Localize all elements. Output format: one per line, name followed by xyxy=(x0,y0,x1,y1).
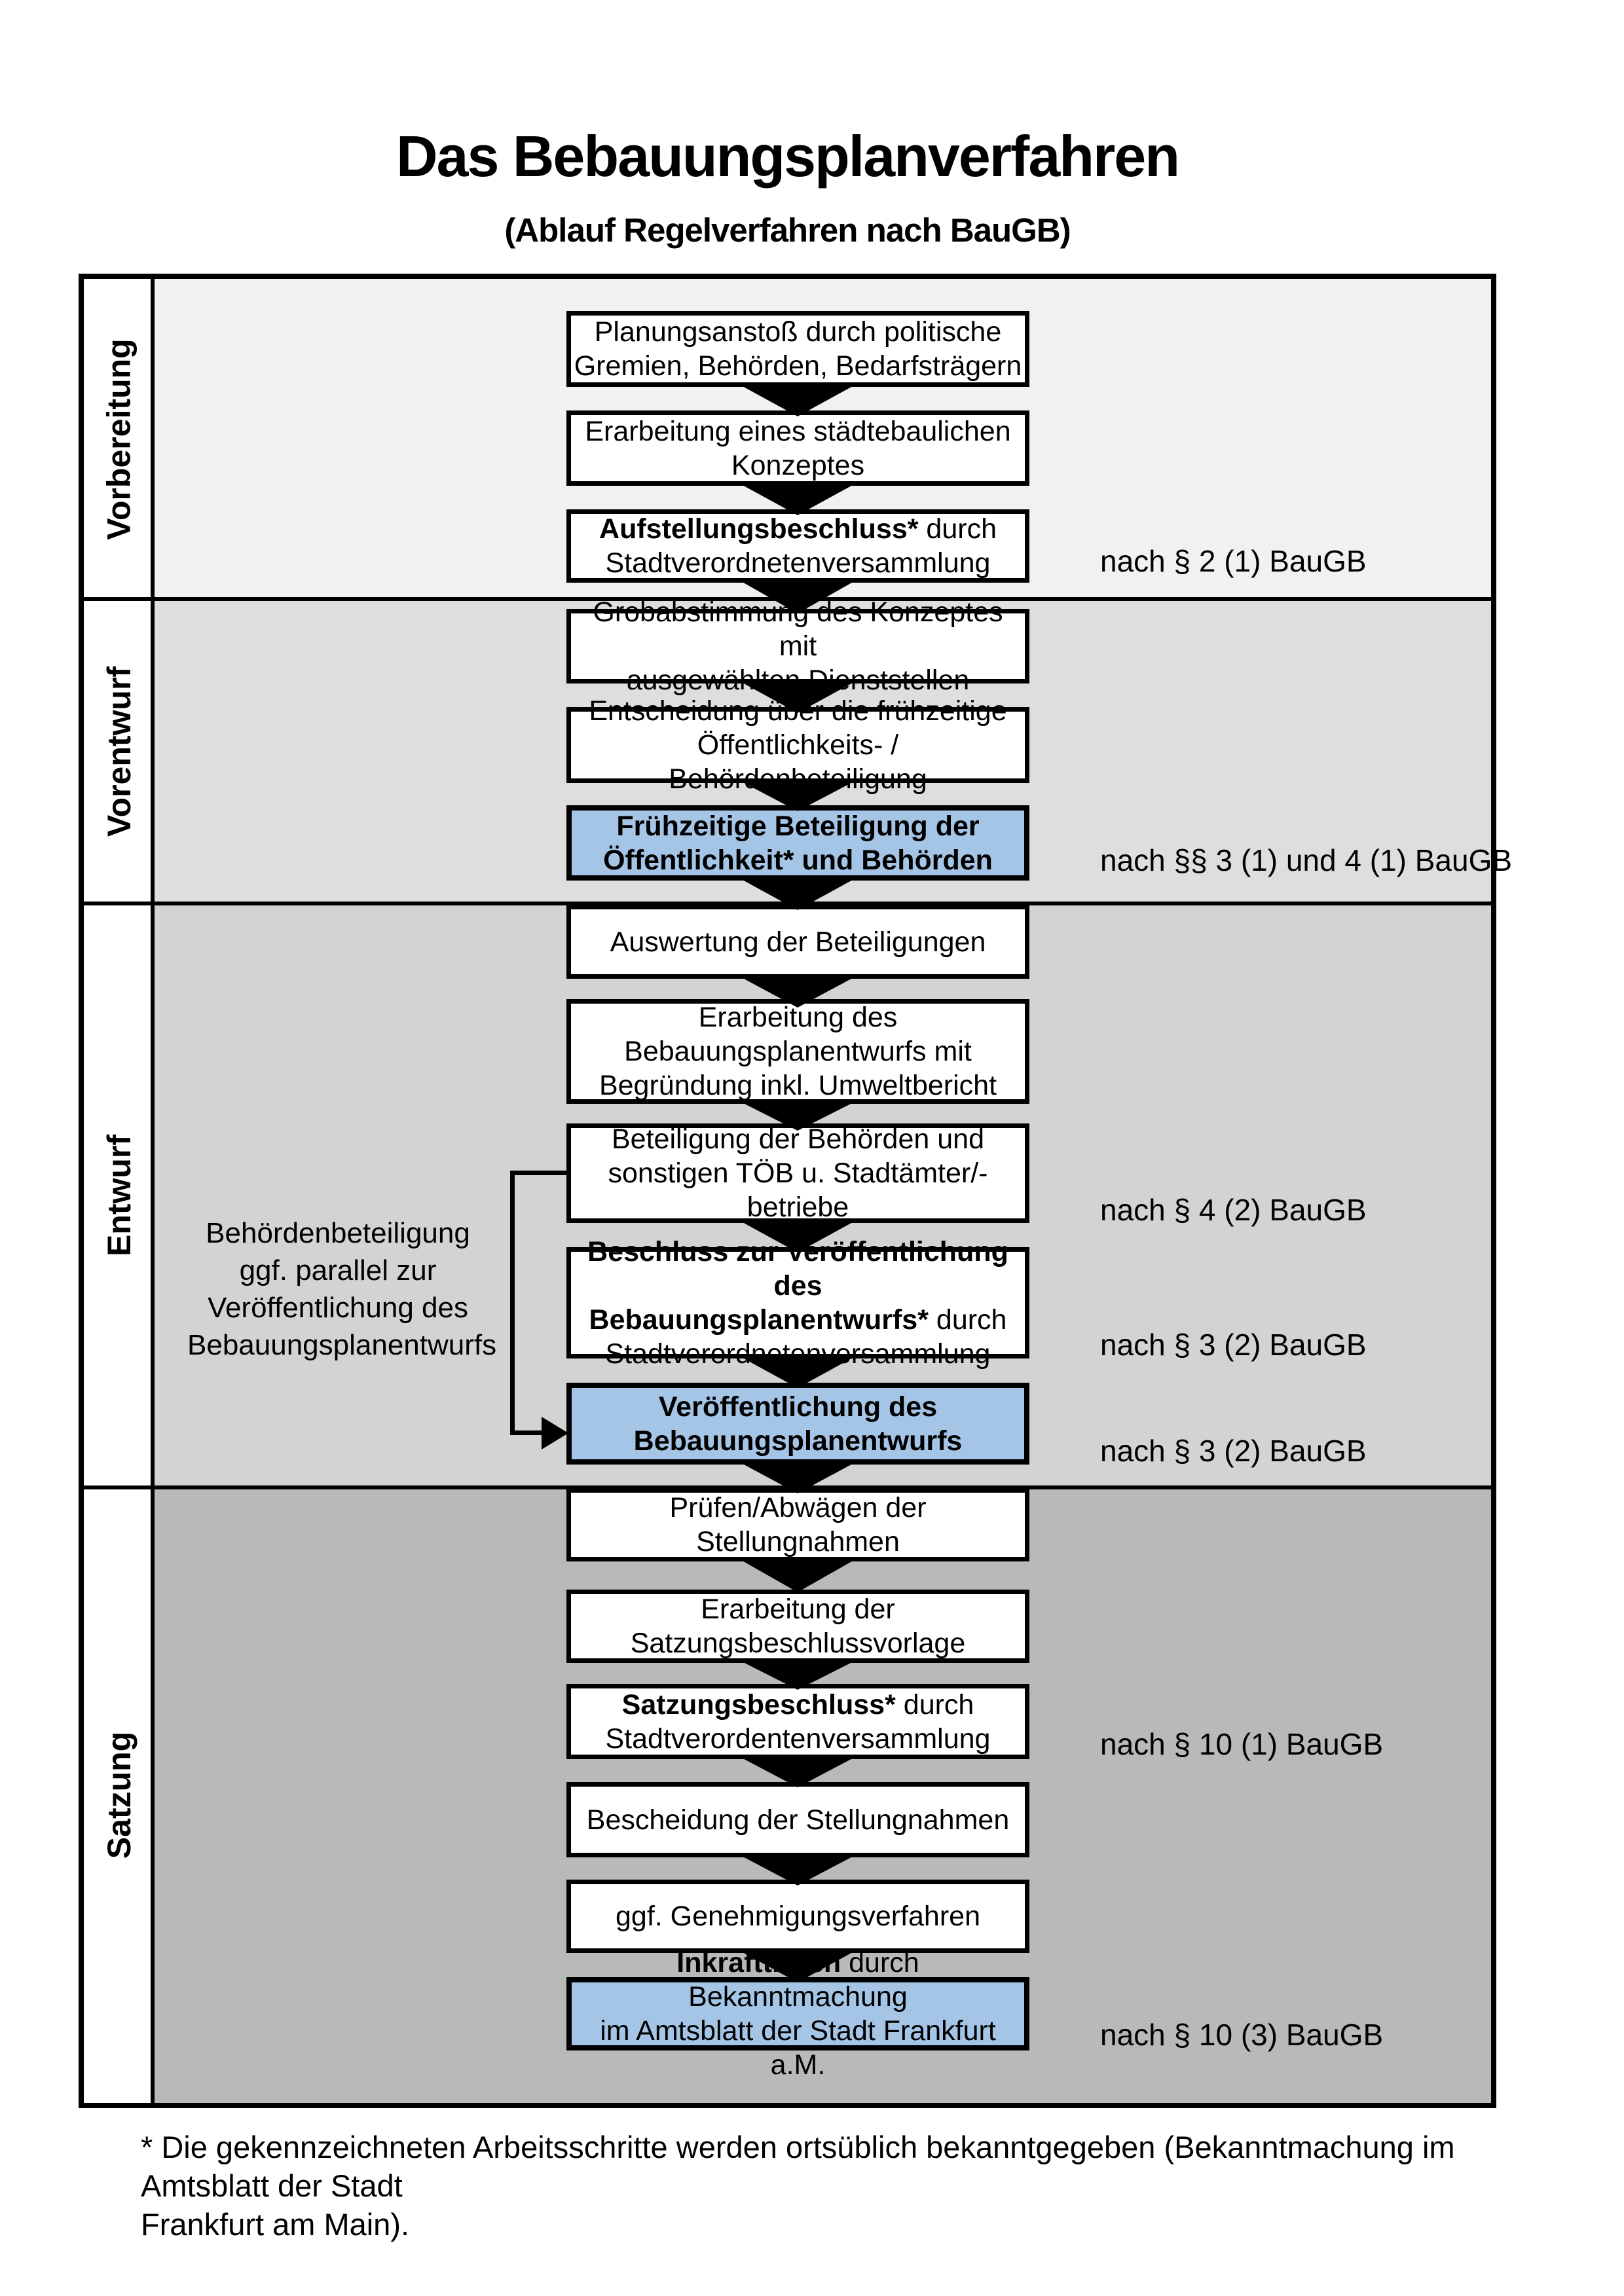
phase-label-satzung: Satzung xyxy=(101,1731,138,1859)
down-arrow-icon xyxy=(735,382,860,416)
phase-label-entwurf: Entwurf xyxy=(101,1134,138,1257)
flow-box-pruefen: Prüfen/Abwägen der Stellungnahmen xyxy=(566,1488,1029,1561)
down-arrow-icon xyxy=(735,679,860,713)
right-arrowhead-icon xyxy=(542,1417,568,1449)
down-arrow-icon xyxy=(735,1099,860,1131)
parallel-path-line xyxy=(510,1171,566,1175)
parallel-path-line xyxy=(510,1430,544,1435)
flow-box-inkrafttreten: Inkrafttreten durch Bekanntmachung im Am… xyxy=(566,1947,1029,2081)
down-arrow-icon xyxy=(735,1557,860,1592)
flow-box-grobabstimmung: Grobabstimmung des Konzeptes mit ausgewä… xyxy=(566,596,1029,696)
down-arrow-icon xyxy=(735,481,860,515)
parallel-path-line xyxy=(510,1171,515,1435)
side-note-behoerdenbeteiligung: Behördenbeteiligung ggf. parallel zur Ve… xyxy=(187,1217,497,1361)
flow-box-erarbeitung-entwurf: Erarbeitung des Bebauungsplanentwurfs mi… xyxy=(566,999,1029,1104)
down-arrow-icon xyxy=(735,974,860,1008)
down-arrow-icon xyxy=(735,1658,860,1690)
down-arrow-icon xyxy=(735,578,860,613)
flow-box-bescheidung: Bescheidung der Stellungnahmen xyxy=(566,1782,1029,1857)
phase-label-vorbereitung: Vorbereitung xyxy=(101,338,138,540)
flow-box-fruehzeitige-beteiligung: Frühzeitige Beteiligung der Öffentlichke… xyxy=(566,805,1029,881)
legal-ref: nach § 3 (2) BauGB xyxy=(1100,1434,1367,1468)
phase-label-column xyxy=(84,279,155,2103)
phase-label-vorentwurf: Vorentwurf xyxy=(101,666,138,837)
legal-ref: nach § 10 (3) BauGB xyxy=(1100,2018,1384,2052)
down-arrow-icon xyxy=(735,778,860,811)
flow-box-veroeffentlichung: Veröffentlichung des Bebauungsplanentwur… xyxy=(566,1383,1029,1465)
flow-box-beschluss-veroeffentlichung: Beschluss zur Veröffentlichung des Bebau… xyxy=(566,1236,1029,1370)
legal-ref: nach §§ 3 (1) und 4 (1) BauGB xyxy=(1100,843,1513,877)
down-arrow-icon xyxy=(735,1354,860,1388)
page-subtitle: (Ablauf Regelverfahren nach BauGB) xyxy=(504,211,1071,249)
flow-box-entscheidung: Entscheidung über die frühzeitige Öffent… xyxy=(566,695,1029,795)
down-arrow-icon xyxy=(735,1218,860,1252)
flow-box-satzungsbeschluss: Satzungsbeschluss* durch Stadtverordente… xyxy=(566,1684,1029,1759)
down-arrow-icon xyxy=(735,1853,860,1886)
flow-box-beteiligung-behoerden: Beteiligung der Behörden und sonstigen T… xyxy=(566,1123,1029,1223)
flow-box-genehmigung: ggf. Genehmigungsverfahren xyxy=(566,1880,1029,1953)
page-title: Das Bebauungsplanverfahren xyxy=(396,124,1180,189)
flowchart-frame: Vorbereitung Vorentwurf Entwurf Satzung … xyxy=(79,274,1512,2108)
legal-ref: nach § 3 (2) BauGB xyxy=(1100,1328,1367,1362)
flow-box-auswertung: Auswertung der Beteiligungen xyxy=(566,905,1029,979)
down-arrow-icon xyxy=(735,1948,860,1982)
footnote: * Die gekennzeichneten Arbeitsschritte w… xyxy=(141,2130,1455,2242)
flow-box-aufstellungsbeschluss: Aufstellungsbeschluss* durch Stadtverord… xyxy=(566,509,1029,583)
down-arrow-icon xyxy=(735,1460,860,1493)
legal-ref: nach § 2 (1) BauGB xyxy=(1100,544,1367,578)
legal-ref: nach § 4 (2) BauGB xyxy=(1100,1193,1367,1227)
flow-box-satzungsvorlage: Erarbeitung der Satzungsbeschlussvorlage xyxy=(566,1590,1029,1663)
down-arrow-icon xyxy=(735,1755,860,1787)
down-arrow-icon xyxy=(735,876,860,910)
legal-ref: nach § 10 (1) BauGB xyxy=(1100,1727,1384,1761)
flow-box-planungsanstoss: Planungsanstoß durch politische Gremien,… xyxy=(566,311,1029,387)
flow-box-konzept: Erarbeitung eines städtebaulichen Konzep… xyxy=(566,410,1029,486)
